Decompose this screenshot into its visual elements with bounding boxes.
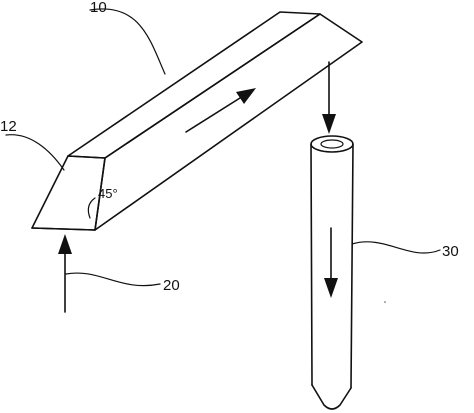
tube-30 <box>310 135 441 410</box>
internal-beam-line <box>185 97 241 133</box>
prism-end-face <box>31 155 106 231</box>
tube-right-wall <box>350 143 354 389</box>
input-beam-arrowhead <box>58 234 72 254</box>
leader-30 <box>351 241 441 254</box>
tube-top-bore <box>320 139 344 149</box>
leader-12 <box>5 134 65 171</box>
tube-inner-beam-arrowhead <box>324 278 338 298</box>
tube-tip <box>311 384 352 410</box>
leader-20 <box>65 272 161 287</box>
label-20: 20 <box>163 277 180 294</box>
leader-10 <box>89 8 166 75</box>
prism-bottom-edge <box>31 227 96 231</box>
tube-left-wall <box>310 143 313 386</box>
input-beam-20 <box>58 234 161 313</box>
angle-arc <box>87 197 96 219</box>
speck <box>384 301 386 303</box>
tube-top-rim <box>310 135 354 153</box>
prism-side-face <box>94 13 363 231</box>
label-angle: 45° <box>98 186 118 201</box>
label-12: 12 <box>0 118 17 135</box>
internal-beam-arrowhead <box>236 88 256 104</box>
output-beam-arrowhead <box>322 114 336 134</box>
label-30: 30 <box>442 243 459 260</box>
prism-top-face <box>67 11 321 159</box>
output-beam <box>322 61 336 134</box>
label-10: 10 <box>90 0 107 16</box>
prism-10 <box>5 8 363 231</box>
